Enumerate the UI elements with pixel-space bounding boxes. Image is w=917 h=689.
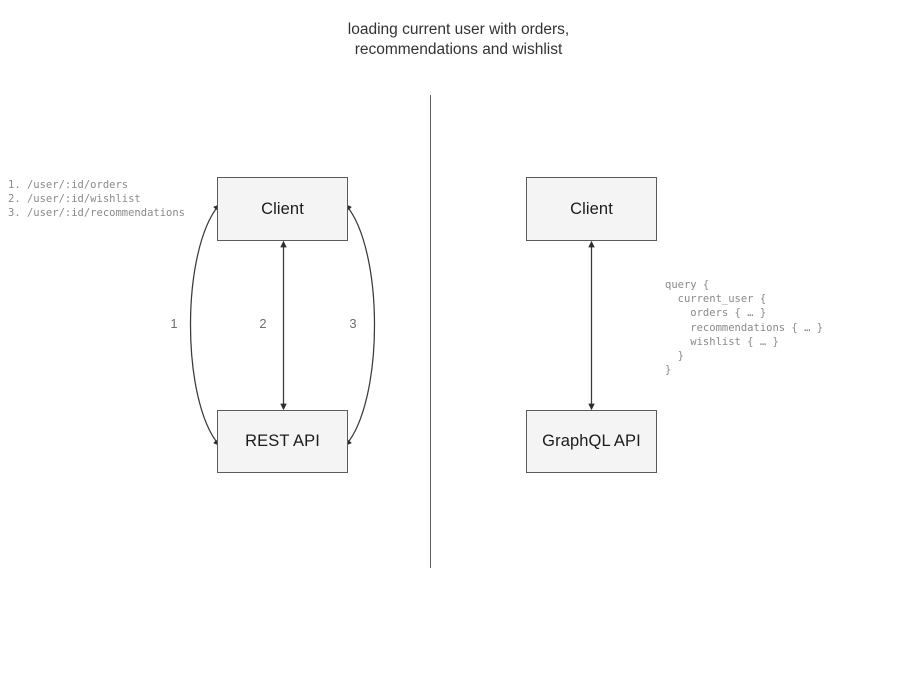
edge-label-3: 3 — [349, 316, 357, 331]
page-title: loading current user with orders, recomm… — [347, 21, 570, 58]
node-graphql-api[interactable]: GraphQL API — [526, 410, 657, 473]
graphql-query-block: query { current_user { orders { … } reco… — [665, 279, 824, 377]
edge-label-2: 2 — [259, 316, 267, 331]
node-client-graphql[interactable]: Client — [526, 177, 657, 241]
rest-endpoint-list: 1. /user/:id/orders 2. /user/:id/wishlis… — [8, 179, 186, 220]
panel-divider — [430, 95, 432, 568]
node-client-rest[interactable]: Client — [217, 177, 348, 241]
rest-edge-1 — [189, 204, 220, 446]
node-rest-api[interactable]: REST API — [217, 410, 348, 473]
edge-label-1: 1 — [170, 316, 178, 331]
